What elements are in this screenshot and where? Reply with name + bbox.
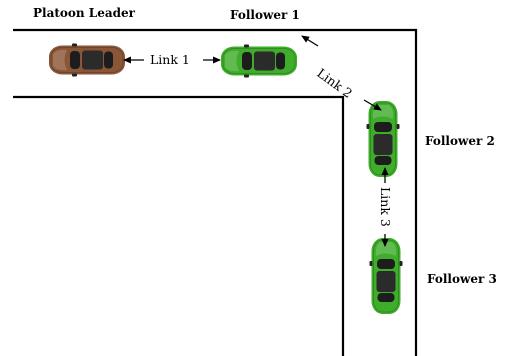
road-inner-edge bbox=[13, 95, 345, 356]
link-2-arrow-start bbox=[301, 35, 319, 47]
leader-car bbox=[48, 43, 126, 77]
platoon-leader-label: Platoon Leader bbox=[33, 6, 136, 20]
follower-3-label: Follower 3 bbox=[427, 272, 497, 286]
link-1-label: Link 1 bbox=[150, 52, 190, 67]
follower-1-label: Follower 1 bbox=[230, 8, 300, 22]
follower-2-label: Follower 2 bbox=[425, 134, 495, 148]
link-1: Link 1 bbox=[123, 52, 221, 67]
link-3: Link 3 bbox=[378, 167, 393, 247]
follower-2-car bbox=[366, 100, 400, 178]
link-3-label: Link 3 bbox=[378, 187, 393, 227]
road-outer-edge bbox=[13, 28, 418, 356]
link-2-label: Link 2 bbox=[314, 65, 355, 101]
road bbox=[13, 28, 418, 356]
link-2-arrow-end bbox=[363, 99, 382, 111]
link-2: Link 2 bbox=[301, 35, 382, 111]
follower-3-car bbox=[369, 237, 403, 315]
follower-1-car bbox=[220, 44, 298, 78]
